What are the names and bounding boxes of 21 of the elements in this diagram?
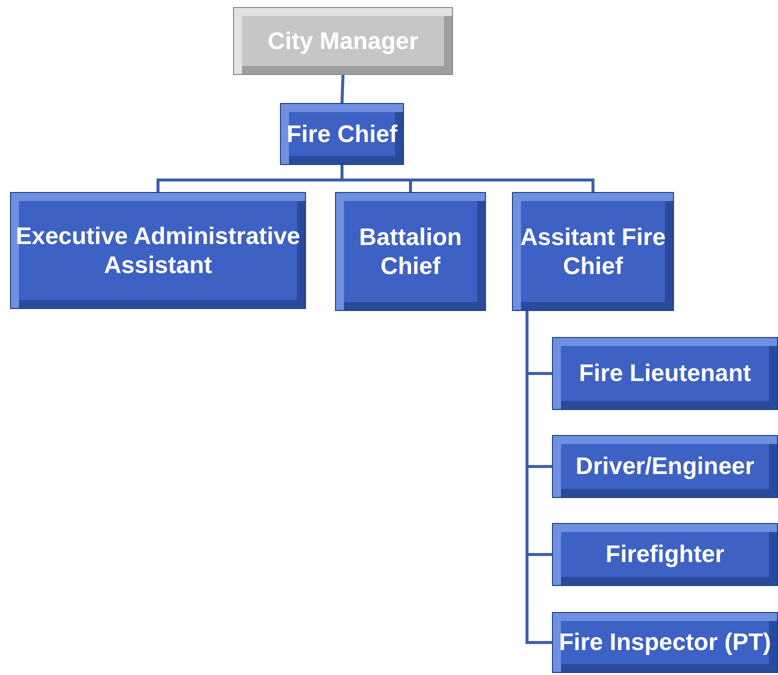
- role-title: Fire Inspector (PT): [558, 628, 772, 657]
- role-box: [512, 192, 674, 311]
- role-box: [233, 7, 453, 75]
- role-box: [280, 103, 404, 165]
- role-box: [335, 192, 486, 311]
- role-title: Fire Chief: [286, 120, 398, 148]
- role-title: Driver/Engineer: [576, 452, 754, 481]
- role-box: [552, 612, 778, 673]
- role-title: Battalion Chief: [358, 222, 463, 280]
- role-title: Firefighter: [606, 540, 724, 569]
- role-box: [552, 435, 778, 498]
- role-title: Executive Administrative Assistant: [15, 222, 301, 280]
- role-title: Fire Lieutenant: [578, 359, 752, 388]
- role-box: [552, 523, 778, 586]
- connector-line: [526, 311, 552, 644]
- role-box: [552, 337, 778, 410]
- connector-line: [340, 74, 344, 104]
- connector-line: [340, 165, 594, 192]
- role-title: Assitant Fire Chief: [519, 222, 667, 280]
- role-title: City Manager: [268, 26, 418, 56]
- role-box: [10, 192, 306, 309]
